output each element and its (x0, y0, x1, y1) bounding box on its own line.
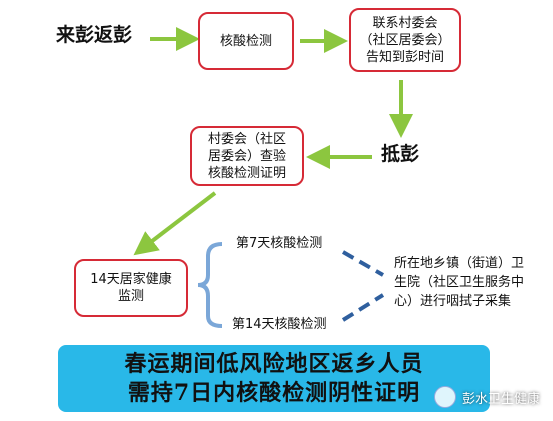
node-contact-committee: 联系村委会 （社区居委会） 告知到彭时间 (349, 8, 461, 72)
watermark-text: 彭水卫生健康 (462, 391, 541, 407)
node-sampling: 所在地乡镇（街道）卫 生院（社区卫生服务中 心）进行咽拭子采集 (394, 256, 525, 309)
dash-day14-to-sampling (341, 293, 385, 322)
node-committee-check: 村委会（社区 居委会）查验 核酸检测证明 (190, 126, 304, 186)
node-arrive: 抵彭 (381, 143, 420, 165)
node-day14: 第14天核酸检测 (232, 317, 327, 332)
wechat-logo-icon (434, 386, 456, 408)
dash-day7-to-sampling (342, 250, 384, 277)
watermark: 彭水卫生健康 (434, 384, 540, 410)
banner-line-2: 需持7日内核酸检测阴性证明 (127, 379, 421, 406)
node-come-back: 来彭返彭 (56, 24, 133, 46)
notice-banner: 春运期间低风险地区返乡人员 需持7日内核酸检测阴性证明 (58, 345, 490, 412)
bracket-icon (197, 242, 223, 328)
banner-line-1: 春运期间低风险地区返乡人员 (124, 350, 424, 377)
node-home-health: 14天居家健康 监测 (74, 259, 188, 317)
arrow-check-to-home (133, 191, 217, 256)
node-nucleic-test: 核酸检测 (198, 12, 294, 70)
node-day7: 第7天核酸检测 (236, 236, 323, 251)
